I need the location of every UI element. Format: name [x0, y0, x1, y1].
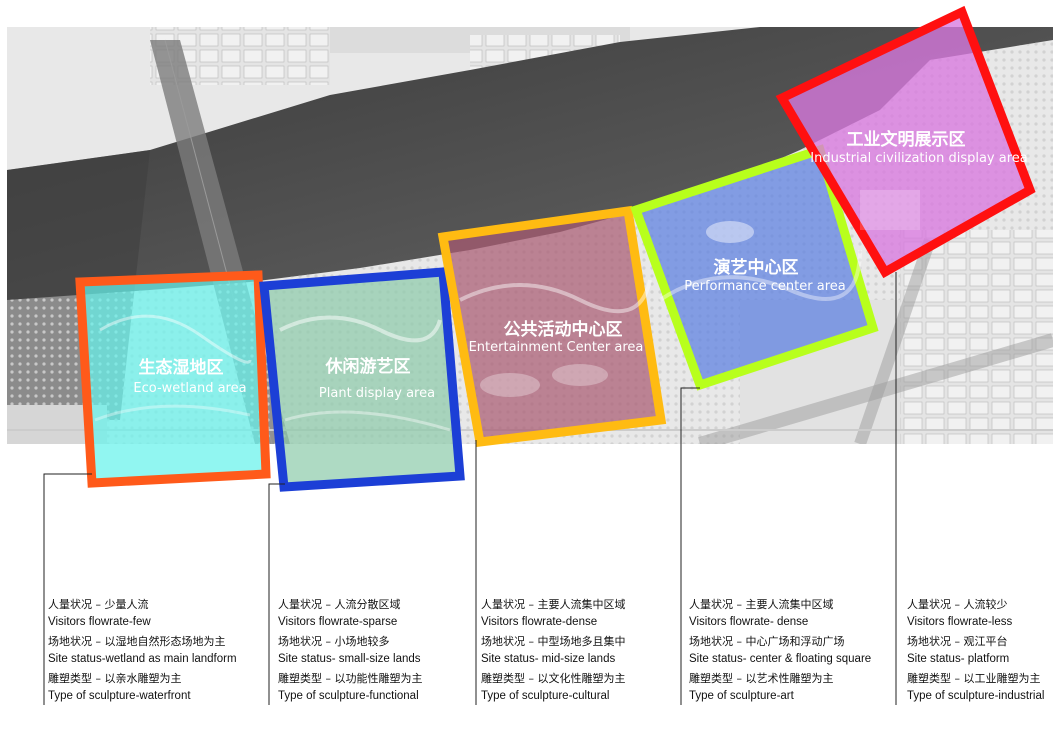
zone-public-activity-center[interactable]: 公共活动中心区 Entertainment Center area [437, 205, 667, 447]
visitors-en: Visitors flowrate-less [907, 615, 1013, 628]
zone-info-industrial-civilization: 人量状况 – 人流较少 Visitors flowrate-less 场地状况 … [907, 597, 1044, 704]
visitors-cn: 人量状况 – 主要人流集中区域 [481, 598, 626, 611]
zone-title-cn: 休闲游艺区 [325, 356, 411, 377]
site-en: Site status-wetland as main landform [48, 652, 237, 665]
site-cn: 场地状况 – 以湿地自然形态场地为主 [48, 635, 226, 648]
zone-info-leisure-recreation: 人量状况 – 人流分散区域 Visitors flowrate-sparse 场… [278, 597, 423, 704]
zone-title-en: Plant display area [319, 386, 435, 401]
visitors-en: Visitors flowrate-dense [481, 615, 598, 628]
zone-title-en: Eco-wetland area [133, 381, 246, 396]
sculpture-en: Type of sculpture-waterfront [48, 689, 191, 702]
site-en: Site status- mid-size lands [481, 652, 616, 665]
site-cn: 场地状况 – 中心广场和浮动广场 [689, 635, 845, 648]
zone-title-en: Performance center area [684, 279, 845, 294]
sculpture-cn: 雕塑类型 – 以亲水雕塑为主 [48, 672, 182, 685]
site-en: Site status- small-size lands [278, 652, 421, 665]
zone-title-en: Industrial civilization display area [810, 151, 1028, 166]
site-cn: 场地状况 – 小场地较多 [278, 635, 390, 648]
visitors-en: Visitors flowrate-sparse [278, 615, 398, 628]
visitors-en: Visitors flowrate- dense [689, 615, 809, 628]
zone-info-public-activity-center: 人量状况 – 主要人流集中区域 Visitors flowrate-dense … [481, 597, 626, 704]
zone-title-cn: 工业文明展示区 [847, 129, 966, 150]
zone-performance-center[interactable]: 演艺中心区 Performance center area [630, 144, 879, 391]
sculpture-en: Type of sculpture-functional [278, 689, 419, 702]
site-en: Site status- platform [907, 652, 1010, 665]
sculpture-cn: 雕塑类型 – 以文化性雕塑为主 [481, 672, 626, 685]
visitors-cn: 人量状况 – 人流较少 [907, 598, 1008, 611]
zone-title-cn: 演艺中心区 [714, 257, 799, 278]
leader-lines [43, 272, 897, 705]
sculpture-en: Type of sculpture-industrial [907, 689, 1045, 702]
zone-info-performance-center: 人量状况 – 主要人流集中区域 Visitors flowrate- dense… [689, 597, 871, 704]
zone-info-eco-wetland: 人量状况 – 少量人流 Visitors flowrate-few 场地状况 –… [48, 597, 237, 704]
zone-title-cn: 生态湿地区 [139, 357, 224, 378]
visitors-cn: 人量状况 – 人流分散区域 [278, 598, 401, 611]
sculpture-cn: 雕塑类型 – 以功能性雕塑为主 [278, 672, 423, 685]
zone-title-cn: 公共活动中心区 [504, 319, 623, 340]
sculpture-cn: 雕塑类型 – 以艺术性雕塑为主 [689, 672, 834, 685]
sculpture-cn: 雕塑类型 – 以工业雕塑为主 [907, 672, 1041, 685]
visitors-en: Visitors flowrate-few [48, 615, 151, 628]
sculpture-en: Type of sculpture-cultural [481, 689, 610, 702]
zone-industrial-civilization[interactable]: 工业文明展示区 Industrial civilization display … [775, 5, 1036, 279]
site-en: Site status- center & floating square [689, 652, 872, 665]
visitors-cn: 人量状况 – 主要人流集中区域 [689, 598, 834, 611]
zone-title-en: Entertainment Center area [469, 340, 644, 355]
site-cn: 场地状况 – 观江平台 [907, 635, 1008, 648]
sculpture-en: Type of sculpture-art [689, 689, 794, 702]
visitors-cn: 人量状况 – 少量人流 [48, 598, 149, 611]
zone-leisure-recreation[interactable]: 休闲游艺区 Plant display area [259, 267, 465, 492]
zone-eco-wetland[interactable]: 生态湿地区 Eco-wetland area [75, 270, 271, 488]
site-cn: 场地状况 – 中型场地多且集中 [481, 635, 626, 648]
